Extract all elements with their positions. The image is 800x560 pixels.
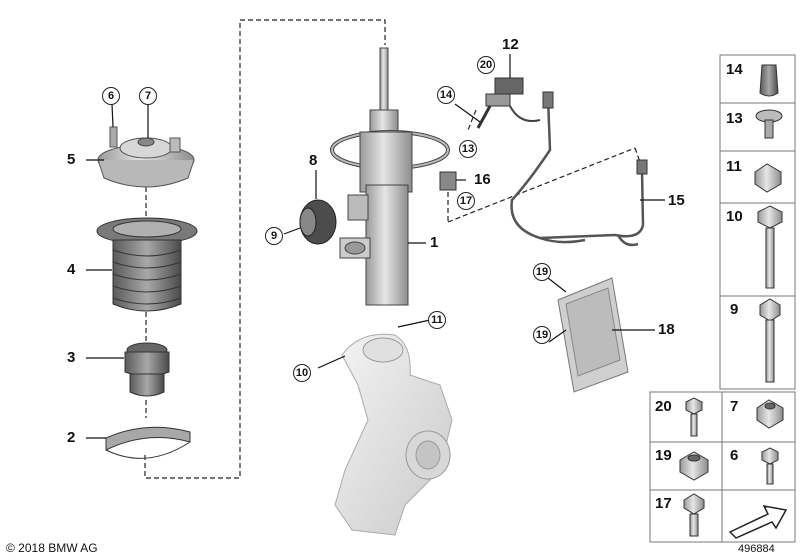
callout-13: 13 xyxy=(459,140,477,158)
callout-19-lower: 19 xyxy=(533,326,551,344)
panel-label-17: 17 xyxy=(655,495,672,512)
callout-14: 14 xyxy=(437,86,455,104)
callout-2: 2 xyxy=(67,429,76,446)
callout-11: 11 xyxy=(428,311,446,329)
fastener-sketches xyxy=(679,64,784,537)
panel-label-11: 11 xyxy=(726,158,742,175)
spring-seat xyxy=(105,426,191,459)
callout-15: 15 xyxy=(668,192,685,209)
panel-label-6: 6 xyxy=(730,447,739,464)
callout-1: 1 xyxy=(430,234,439,251)
callout-16: 16 xyxy=(474,171,491,188)
assembly-lines xyxy=(144,19,641,479)
copyright-text: © 2018 BMW AG xyxy=(6,541,98,555)
bump-stop xyxy=(124,342,170,397)
callout-9: 9 xyxy=(265,227,283,245)
callout-8: 8 xyxy=(309,152,318,169)
spring-strut xyxy=(330,47,450,306)
panel-label-10: 10 xyxy=(726,208,743,225)
callout-6: 6 xyxy=(102,87,120,105)
panel-label-7: 7 xyxy=(730,398,739,415)
control-unit xyxy=(557,277,629,393)
arrow-icon xyxy=(728,504,788,539)
dust-boot xyxy=(96,217,198,312)
panel-label-20: 20 xyxy=(655,398,672,415)
parts-panel xyxy=(649,54,796,543)
leader-lines xyxy=(86,54,665,439)
panel-label-14: 14 xyxy=(726,61,743,78)
panel-label-13: 13 xyxy=(726,110,743,127)
callout-19-upper: 19 xyxy=(533,263,551,281)
callout-12: 12 xyxy=(502,36,519,53)
wire-harness xyxy=(510,91,648,247)
diagram-id: 496884 xyxy=(738,543,775,555)
callout-18: 18 xyxy=(658,321,675,338)
bushing xyxy=(299,199,337,245)
clip-bracket xyxy=(439,171,457,191)
panel-label-9: 9 xyxy=(730,301,739,318)
callout-7: 7 xyxy=(139,87,157,105)
top-mount xyxy=(97,126,195,188)
panel-label-19: 19 xyxy=(655,447,672,464)
callout-10: 10 xyxy=(293,364,311,382)
callout-17: 17 xyxy=(457,192,475,210)
steering-knuckle xyxy=(334,333,453,536)
height-sensor xyxy=(476,77,541,129)
callout-20: 20 xyxy=(477,56,495,74)
callout-4: 4 xyxy=(67,261,76,278)
callout-3: 3 xyxy=(67,349,76,366)
callout-5: 5 xyxy=(67,151,76,168)
